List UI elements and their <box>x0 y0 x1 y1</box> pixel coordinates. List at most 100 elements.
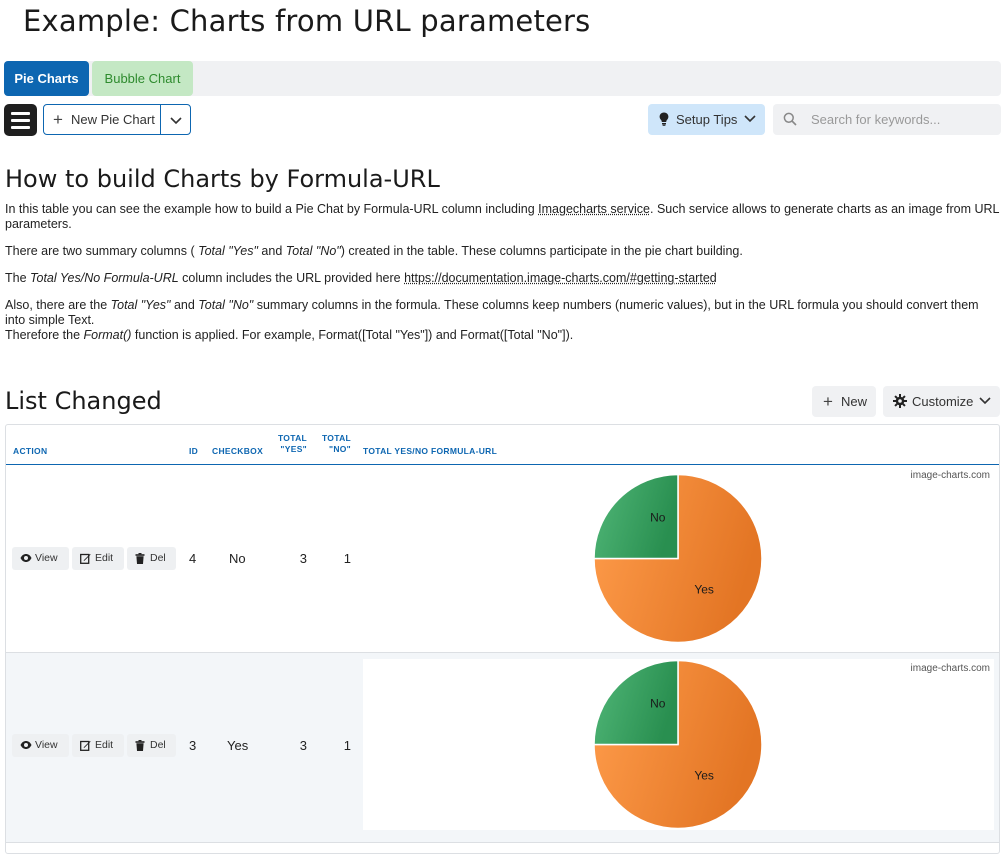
trash-icon <box>135 553 145 564</box>
edit-icon <box>80 740 91 751</box>
column-header-total-no[interactable]: TOTAL "NO" <box>316 433 351 455</box>
imagecharts-service-link[interactable]: Imagecharts service <box>538 202 651 216</box>
chevron-down-icon <box>169 116 182 124</box>
trash-icon <box>135 740 145 751</box>
header-line: "YES" <box>280 444 307 454</box>
text: . Such service allows to generate charts… <box>5 202 1000 231</box>
header-line: TOTAL <box>321 433 351 443</box>
list-new-button[interactable]: + New <box>812 386 876 417</box>
pie-slice-no <box>593 473 679 560</box>
column-header-formula-url[interactable]: TOTAL YES/NO FORMULA-URL <box>363 446 498 456</box>
edit-icon <box>80 553 91 564</box>
hamburger-menu-button[interactable] <box>4 104 37 136</box>
delete-label: Del <box>150 739 166 751</box>
eye-icon <box>20 741 32 749</box>
customize-button[interactable]: Customize <box>883 386 1000 417</box>
pie-label-yes: Yes <box>694 769 714 783</box>
menu-icon-bar <box>11 119 30 122</box>
tab-bar: Pie Charts Bubble Chart <box>4 61 1001 96</box>
documentation-link[interactable]: https://documentation.image-charts.com/#… <box>404 271 717 285</box>
new-pie-chart-button[interactable]: + New Pie Chart <box>44 105 160 134</box>
pie-slice-no <box>593 659 679 746</box>
header-line: "NO" <box>328 444 351 454</box>
delete-label: Del <box>150 552 166 564</box>
edit-button[interactable]: Edit <box>72 734 124 757</box>
chevron-down-icon <box>979 397 991 405</box>
new-pie-chart-split-button: + New Pie Chart <box>43 104 191 135</box>
cell-checkbox: Yes <box>227 738 249 753</box>
text: Also, there are the <box>5 298 111 312</box>
eye-icon <box>20 554 32 562</box>
new-dropdown-toggle[interactable] <box>160 105 190 134</box>
menu-icon-bar <box>11 126 30 129</box>
text: In this table you can see the example ho… <box>5 202 539 216</box>
table-header: ACTION ID CHECKBOX TOTAL "YES" TOTAL "NO… <box>6 425 999 465</box>
text: The <box>5 271 31 285</box>
header-line: TOTAL <box>277 433 307 443</box>
description-text: In this table you can see the example ho… <box>5 202 1000 355</box>
watermark-label: image-charts.com <box>911 663 990 674</box>
search-icon <box>783 112 797 126</box>
text: summary columns in the formula. These co… <box>5 298 979 327</box>
italic-text: Total Yes/No Formula-URL <box>30 271 179 285</box>
search-input[interactable] <box>809 108 995 131</box>
view-label: View <box>35 552 58 564</box>
italic-text: Format() <box>83 328 132 342</box>
pie-slice-yes <box>593 659 763 830</box>
pie-label-no: No <box>650 697 666 711</box>
cell-total-no: 1 <box>343 738 351 753</box>
pie-slice-yes <box>593 473 763 644</box>
chevron-down-icon <box>744 115 756 123</box>
column-header-action[interactable]: ACTION <box>13 446 48 456</box>
view-button[interactable]: View <box>12 734 69 757</box>
cell-total-yes: 3 <box>299 738 307 753</box>
description-paragraph: In this table you can see the example ho… <box>5 202 1000 232</box>
italic-text: Total "No" <box>285 244 341 258</box>
new-label: New <box>841 394 868 409</box>
column-header-total-yes[interactable]: TOTAL "YES" <box>272 433 307 455</box>
plus-icon: + <box>53 110 63 129</box>
lightbulb-icon <box>659 112 669 126</box>
tab-bubble-chart[interactable]: Bubble Chart <box>92 61 193 96</box>
cell-total-yes: 3 <box>299 551 307 566</box>
tab-pie-charts[interactable]: Pie Charts <box>4 61 89 96</box>
pie-label-no: No <box>650 511 666 525</box>
page-title: Example: Charts from URL parameters <box>23 4 591 38</box>
table-row: View Edit Del 3 Yes 3 1 image-charts.com… <box>6 653 999 843</box>
description-paragraph: There are two summary columns ( Total "Y… <box>5 244 1000 259</box>
delete-button[interactable]: Del <box>127 547 176 570</box>
gear-icon <box>893 394 907 408</box>
text: column includes the URL provided here <box>178 271 405 285</box>
cell-id: 4 <box>189 551 197 566</box>
setup-tips-label: Setup Tips <box>676 112 738 127</box>
description-paragraph: Also, there are the Total "Yes" and Tota… <box>5 298 1000 328</box>
delete-button[interactable]: Del <box>127 734 176 757</box>
menu-icon <box>11 112 30 115</box>
italic-text: Total "No" <box>198 298 254 312</box>
text: Therefore the <box>5 328 84 342</box>
section-heading-how-to: How to build Charts by Formula-URL <box>5 165 440 193</box>
text: There are two summary columns ( <box>5 244 199 258</box>
description-paragraph: The Total Yes/No Formula-URL column incl… <box>5 271 1000 286</box>
view-label: View <box>35 739 58 751</box>
text: and <box>257 244 286 258</box>
list-heading: List Changed <box>5 387 162 415</box>
setup-tips-button[interactable]: Setup Tips <box>648 104 765 135</box>
cell-id: 3 <box>189 738 197 753</box>
cell-total-no: 1 <box>343 551 351 566</box>
customize-label: Customize <box>912 394 974 409</box>
view-button[interactable]: View <box>12 547 69 570</box>
italic-text: Total "Yes" <box>110 298 171 312</box>
text: and <box>170 298 199 312</box>
search-box <box>773 104 1001 135</box>
new-pie-chart-label: New Pie Chart <box>71 112 155 127</box>
edit-button[interactable]: Edit <box>72 547 124 570</box>
watermark-label: image-charts.com <box>911 470 990 481</box>
text: ) created in the table. These columns pa… <box>340 244 743 258</box>
column-header-id[interactable]: ID <box>189 446 199 456</box>
column-header-checkbox[interactable]: CHECKBOX <box>212 446 264 456</box>
